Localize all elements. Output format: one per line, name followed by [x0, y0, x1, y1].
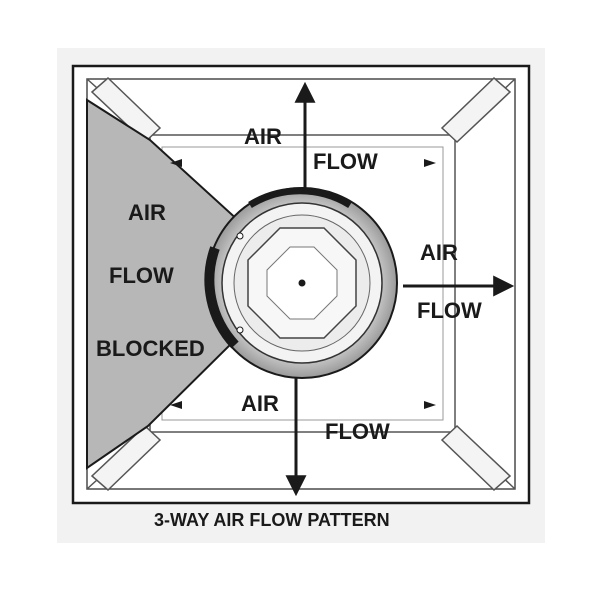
- right-air-label: AIR: [420, 240, 458, 265]
- blocked-flow-label: FLOW: [109, 263, 174, 288]
- corner-slots: [90, 76, 512, 492]
- bottom-air-label: AIR: [241, 391, 279, 416]
- blocked-air-label: AIR: [128, 200, 166, 225]
- right-flow-label: FLOW: [417, 298, 482, 323]
- diagram-caption: 3-WAY AIR FLOW PATTERN: [154, 510, 390, 530]
- bottom-flow-label: FLOW: [325, 419, 390, 444]
- airflow-arrows: [285, 81, 515, 497]
- round-diffuser: [204, 187, 398, 379]
- mounting-screws: [170, 159, 436, 409]
- top-air-label: AIR: [244, 124, 282, 149]
- top-flow-label: FLOW: [313, 149, 378, 174]
- blocked-label: BLOCKED: [96, 336, 205, 361]
